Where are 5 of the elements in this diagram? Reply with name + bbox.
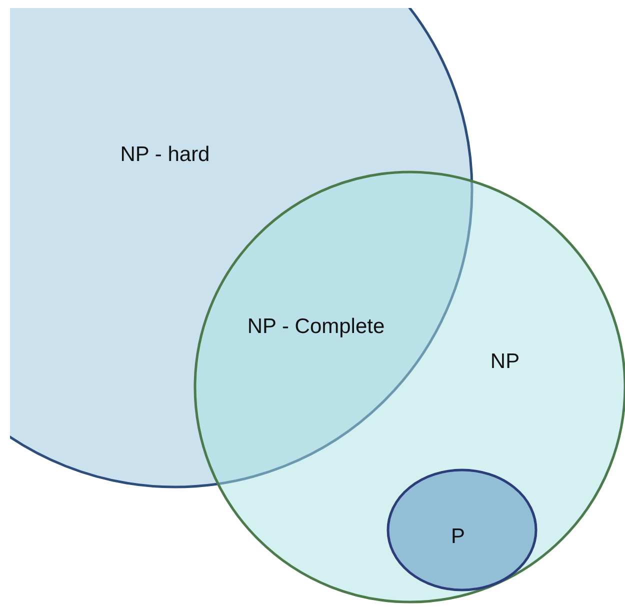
- small-ellipse: [386, 468, 538, 592]
- set-label: NP: [490, 350, 520, 374]
- set-label: P: [451, 525, 465, 549]
- set-label: NP - hard: [120, 143, 210, 167]
- region-label: NP - Complete: [247, 315, 385, 339]
